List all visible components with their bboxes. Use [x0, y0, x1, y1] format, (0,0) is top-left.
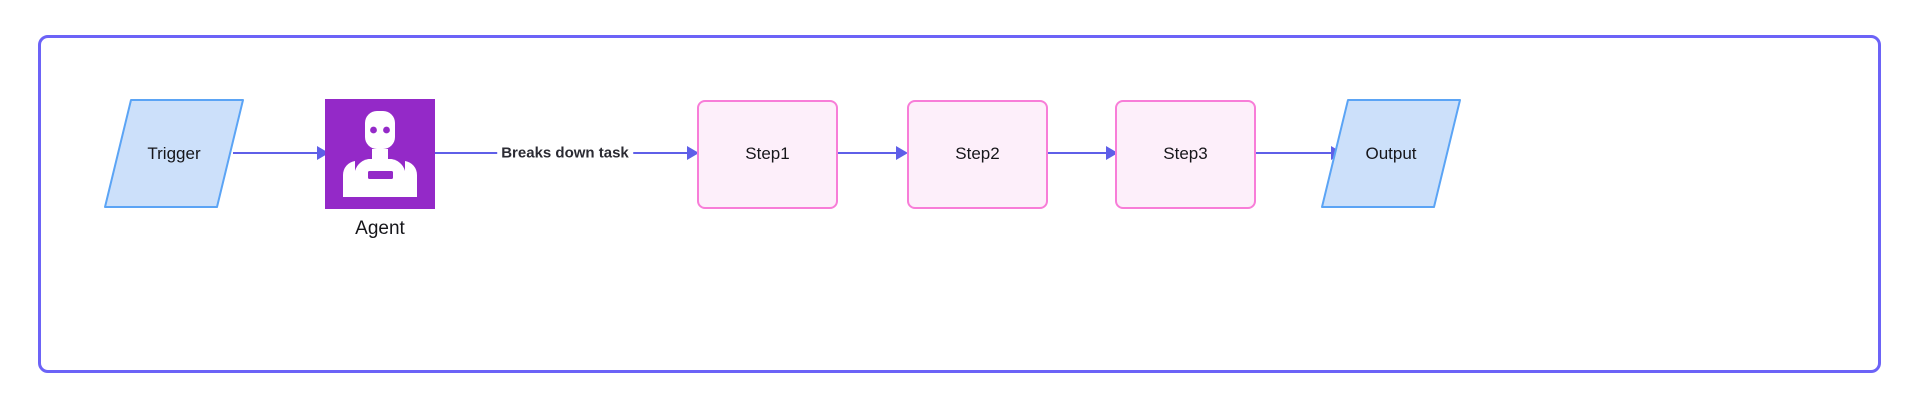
- edge-step3-output: [1256, 152, 1331, 154]
- node-output[interactable]: Output: [1320, 98, 1462, 209]
- node-step2[interactable]: Step2: [907, 100, 1048, 209]
- node-step1[interactable]: Step1: [697, 100, 838, 209]
- edge-step1-step2: [838, 152, 896, 154]
- edge-trigger-agent: [233, 152, 317, 154]
- edge-step2-step3: [1048, 152, 1106, 154]
- node-agent-label: Agent: [355, 218, 405, 239]
- node-step1-label: Step1: [745, 144, 790, 164]
- node-agent[interactable]: Agent: [325, 99, 435, 240]
- parallelogram-shape: [1321, 99, 1461, 208]
- node-output-label: Output: [1365, 143, 1417, 163]
- node-step3-label: Step3: [1163, 144, 1208, 164]
- node-trigger[interactable]: Trigger: [103, 98, 245, 209]
- edge-agent-step1-label: Breaks down task: [497, 144, 633, 162]
- edge-agent-step1-arrowhead: [687, 146, 699, 160]
- parallelogram-shape: [104, 99, 244, 208]
- node-step2-label: Step2: [955, 144, 1000, 164]
- node-step3[interactable]: Step3: [1115, 100, 1256, 209]
- robot-icon: [325, 99, 435, 209]
- edge-step1-step2-arrowhead: [896, 146, 908, 160]
- node-trigger-label: Trigger: [147, 143, 201, 163]
